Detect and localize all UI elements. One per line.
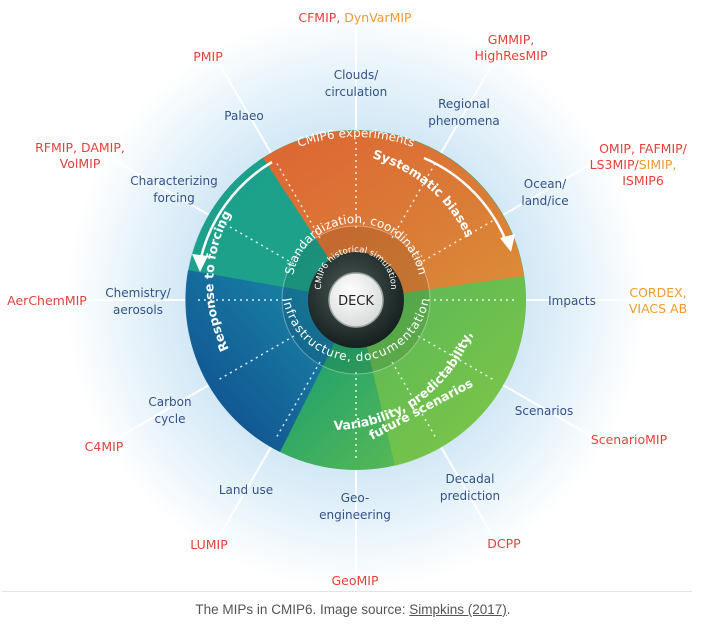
sector-label: Land use bbox=[219, 483, 273, 497]
sector-label: Impacts bbox=[548, 294, 596, 308]
counterclockwise-arrow bbox=[198, 160, 273, 263]
sector-label: Scenarios bbox=[515, 404, 573, 418]
sector-label: Clouds/circulation bbox=[325, 68, 387, 99]
sector-label: Palaeo bbox=[224, 109, 263, 123]
caption-divider bbox=[2, 591, 692, 592]
cmip6-diagram: DECK CMIP6 historical simulation Standar… bbox=[7, 10, 688, 590]
mip-aerchemmip: AerChemMIP bbox=[7, 293, 87, 308]
deck-circle bbox=[328, 272, 384, 328]
sector-dividers bbox=[76, 20, 636, 580]
mip-pmip: PMIP bbox=[193, 49, 223, 64]
inner-dividers bbox=[196, 140, 516, 460]
mip-labels: CFMIP, DynVarMIP GMMIP,HighResMIP OMIP, … bbox=[7, 10, 688, 588]
mip-rfmip-damip-volmip: RFMIP, DAMIP,VolMIP bbox=[35, 140, 125, 171]
mip-geomip: GeoMIP bbox=[331, 573, 378, 588]
mip-cordex-viacs: CORDEX,VIACS AB bbox=[629, 285, 687, 316]
mip-cfmip-dynvarmip: CFMIP, DynVarMIP bbox=[298, 10, 412, 25]
mip-c4mip: C4MIP bbox=[85, 439, 124, 454]
figure-caption: The MIPs in CMIP6. Image source: Simpkin… bbox=[0, 602, 706, 617]
clockwise-arrow bbox=[423, 156, 510, 247]
green-sector bbox=[356, 276, 526, 466]
sector-label: Chemistry/aerosols bbox=[105, 286, 171, 317]
mip-scenariomip: ScenarioMIP bbox=[591, 432, 668, 447]
mip-lumip: LUMIP bbox=[190, 537, 228, 552]
mip-omip-group: OMIP, FAFMIP/LS3MIP/SIMIP,ISMIP6 bbox=[590, 141, 688, 188]
caption-text: The MIPs in CMIP6. Image source: bbox=[195, 602, 410, 617]
caption-end: . bbox=[506, 602, 511, 617]
source-link[interactable]: Simpkins (2017) bbox=[409, 602, 507, 617]
orange-sector bbox=[263, 130, 524, 300]
clockwise-arrow-head bbox=[500, 234, 515, 252]
deck-label: DECK bbox=[338, 294, 374, 309]
sector-label: Geo-engineering bbox=[319, 491, 391, 522]
mip-dcpp: DCPP bbox=[487, 536, 521, 551]
blue-sector bbox=[188, 158, 356, 300]
mip-gmmip-highresmip: GMMIP,HighResMIP bbox=[474, 32, 548, 63]
counterclockwise-arrow-head bbox=[192, 254, 208, 272]
sector-label: Ocean/land/ice bbox=[521, 177, 568, 208]
